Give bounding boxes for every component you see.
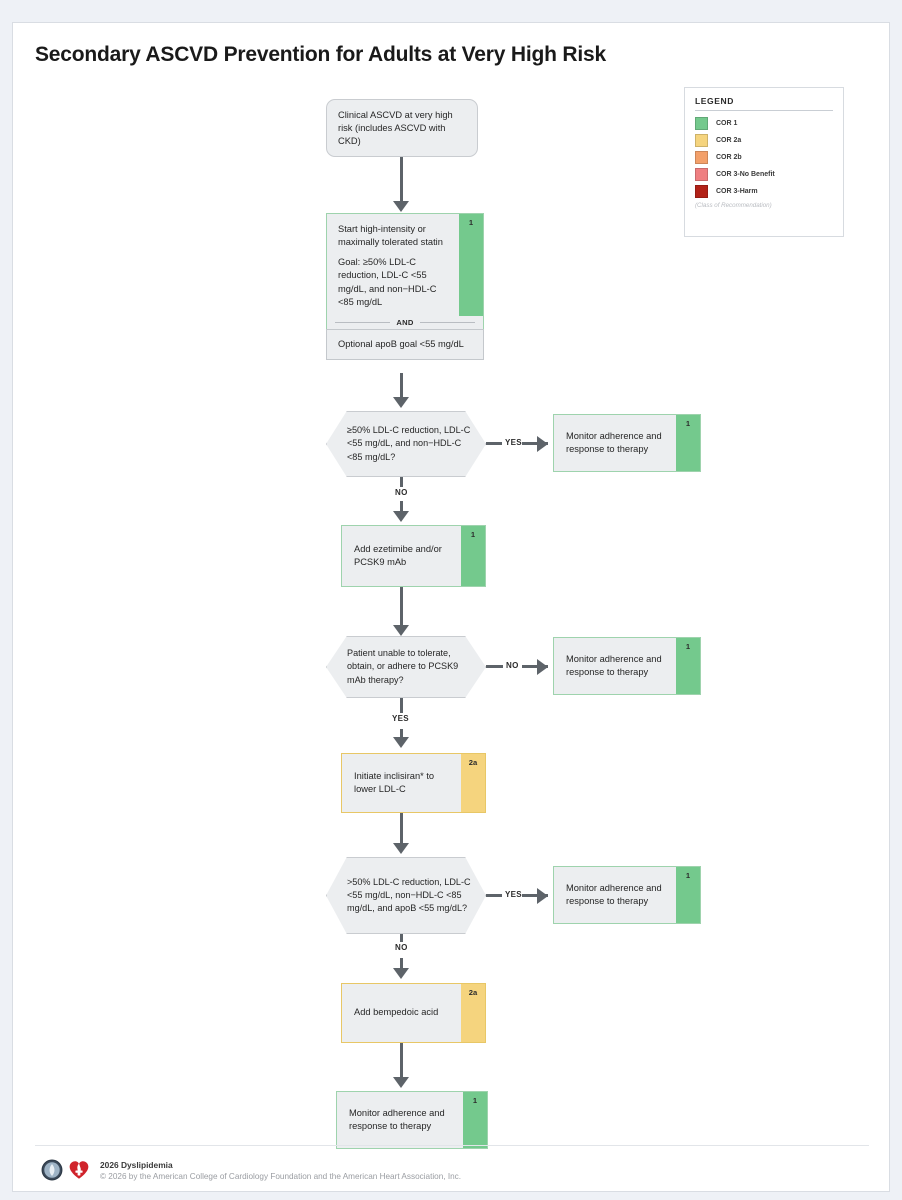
statin-upper: Start high-intensity or maximally tolera…: [326, 213, 484, 316]
statin-and-divider: AND: [326, 315, 484, 329]
arrow-decision1-no: [393, 511, 409, 522]
node-add-ezetimibe: Add ezetimibe and/or PCSK9 mAb 1: [341, 525, 486, 587]
arrow-start-to-statin: [393, 201, 409, 212]
legend-swatch-cor2a: [695, 134, 708, 147]
connector-decision3-yes-b: [522, 894, 548, 897]
connector-start-to-statin: [400, 157, 403, 205]
bempedoic-text: Add bempedoic acid: [342, 984, 461, 1042]
legend-item-cor1: COR 1: [695, 117, 833, 130]
node-monitor-4: Monitor adherence and response to therap…: [336, 1091, 488, 1149]
decision1-text: ≥50% LDL-C reduction, LDL-C <55 mg/dL, a…: [347, 425, 471, 462]
decision-unable-pcsk9: Patient unable to tolerate, obtain, or a…: [326, 636, 486, 698]
label-decision3-no: NO: [392, 942, 411, 953]
legend-label-cor3-harm: COR 3-Harm: [716, 188, 758, 195]
legend-swatch-cor2b: [695, 151, 708, 164]
label-decision1-yes: YES: [502, 437, 525, 448]
inclisiran-cor-badge: 2a: [461, 754, 485, 812]
connector-statin-to-decision1: [400, 373, 403, 401]
monitor2-cor-badge: 1: [676, 638, 700, 694]
monitor1-cor-badge: 1: [676, 415, 700, 471]
label-decision2-no: NO: [503, 660, 522, 671]
monitor3-cor-badge: 1: [676, 867, 700, 923]
monitor4-text: Monitor adherence and response to therap…: [337, 1092, 463, 1148]
legend-item-cor2b: COR 2b: [695, 151, 833, 164]
arrow-decision3-yes: [537, 888, 548, 904]
ezetimibe-text: Add ezetimibe and/or PCSK9 mAb: [342, 526, 461, 586]
decision3-text: >50% LDL-C reduction, LDL-C <55 mg/dL, n…: [347, 876, 471, 914]
label-decision1-no: NO: [392, 487, 411, 498]
legend-item-cor3-no-benefit: COR 3-No Benefit: [695, 168, 833, 181]
label-decision3-yes: YES: [502, 889, 525, 900]
arrow-decision2-yes: [393, 737, 409, 748]
legend-panel: LEGEND COR 1 COR 2a COR 2b COR 3-No Bene…: [684, 87, 844, 237]
statin-cor-badge: 1: [459, 214, 483, 316]
legend-swatch-cor3-no-benefit: [695, 168, 708, 181]
legend-label-cor2b: COR 2b: [716, 154, 742, 161]
connector-decision2-no-b: [522, 665, 548, 668]
legend-heading: LEGEND: [695, 96, 833, 111]
legend-label-cor3-no-benefit: COR 3-No Benefit: [716, 171, 775, 178]
arrow-decision3-no: [393, 968, 409, 979]
arrow-bempedoic-to-monitor4: [393, 1077, 409, 1088]
monitor1-text: Monitor adherence and response to therap…: [554, 415, 676, 471]
statin-line-1: Start high-intensity or maximally tolera…: [338, 224, 443, 248]
node-monitor-2: Monitor adherence and response to therap…: [553, 637, 701, 695]
node-monitor-1: Monitor adherence and response to therap…: [553, 414, 701, 472]
arrow-decision2-no: [537, 659, 548, 675]
label-decision2-yes: YES: [389, 713, 412, 724]
connector-decision2-yes-a: [400, 698, 403, 714]
decision-ldl-goal-met-1: ≥50% LDL-C reduction, LDL-C <55 mg/dL, a…: [326, 411, 486, 477]
node-add-bempedoic-acid: Add bempedoic acid 2a: [341, 983, 486, 1043]
connector-decision3-yes-a: [486, 894, 516, 897]
footer: 2026 Dyslipidemia © 2026 by the American…: [41, 1159, 461, 1181]
legend-swatch-cor3-harm: [695, 185, 708, 198]
node-initiate-inclisiran: Initiate inclisiran* to lower LDL-C 2a: [341, 753, 486, 813]
node-clinical-ascvd: Clinical ASCVD at very high risk (includ…: [326, 99, 478, 157]
monitor2-text: Monitor adherence and response to therap…: [554, 638, 676, 694]
connector-decision1-no-a: [400, 477, 403, 491]
connector-inclisiran-to-decision3: [400, 813, 403, 847]
legend-item-cor2a: COR 2a: [695, 134, 833, 147]
statin-upper-body: Start high-intensity or maximally tolera…: [327, 214, 459, 316]
connector-decision3-no-b: [400, 958, 403, 972]
acc-logo-icon: [41, 1159, 63, 1181]
connector-decision2-no-a: [486, 665, 516, 668]
node-monitor-3: Monitor adherence and response to therap…: [553, 866, 701, 924]
footer-guideline-name: 2026 Dyslipidemia: [100, 1159, 173, 1170]
connector-decision1-yes-b: [522, 442, 548, 445]
decision-ldl-goal-met-2: >50% LDL-C reduction, LDL-C <55 mg/dL, n…: [326, 857, 486, 934]
and-divider-label: AND: [390, 317, 420, 327]
arrow-decision1-yes: [537, 436, 548, 452]
arrow-inclisiran-to-decision3: [393, 843, 409, 854]
connector-decision1-no-b: [400, 501, 403, 515]
inclisiran-text: Initiate inclisiran* to lower LDL-C: [342, 754, 461, 812]
monitor3-text: Monitor adherence and response to therap…: [554, 867, 676, 923]
statin-optional-apob: Optional apoB goal <55 mg/dL: [326, 328, 484, 361]
legend-label-cor1: COR 1: [716, 120, 738, 127]
connector-decision2-yes-b: [400, 729, 403, 741]
ezetimibe-cor-badge: 1: [461, 526, 485, 586]
statin-line-2: Goal: ≥50% LDL-C reduction, LDL-C <55 mg…: [338, 256, 437, 308]
connector-bempedoic-to-monitor4: [400, 1043, 403, 1081]
arrow-ezetimibe-to-decision2: [393, 625, 409, 636]
aha-heart-torch-icon: [69, 1161, 89, 1179]
decision2-text: Patient unable to tolerate, obtain, or a…: [347, 648, 459, 685]
footer-copyright: © 2026 by the American College of Cardio…: [100, 1171, 462, 1181]
connector-ezetimibe-to-decision2: [400, 587, 403, 629]
legend-item-cor3-harm: COR 3-Harm: [695, 185, 833, 198]
legend-swatch-cor1: [695, 117, 708, 130]
connector-decision3-no-a: [400, 934, 403, 946]
node-start-statin: Start high-intensity or maximally tolera…: [326, 213, 484, 361]
footer-divider: [35, 1145, 869, 1146]
legend-footnote: (Class of Recommendation): [695, 202, 772, 209]
legend-label-cor2a: COR 2a: [716, 137, 742, 144]
arrow-statin-to-decision1: [393, 397, 409, 408]
footer-text-block: 2026 Dyslipidemia © 2026 by the American…: [100, 1160, 461, 1181]
connector-decision1-yes-a: [486, 442, 516, 445]
bempedoic-cor-badge: 2a: [461, 984, 485, 1042]
guideline-card: Secondary ASCVD Prevention for Adults at…: [12, 22, 890, 1192]
page-title: Secondary ASCVD Prevention for Adults at…: [35, 43, 606, 66]
monitor4-cor-badge: 1: [463, 1092, 487, 1148]
